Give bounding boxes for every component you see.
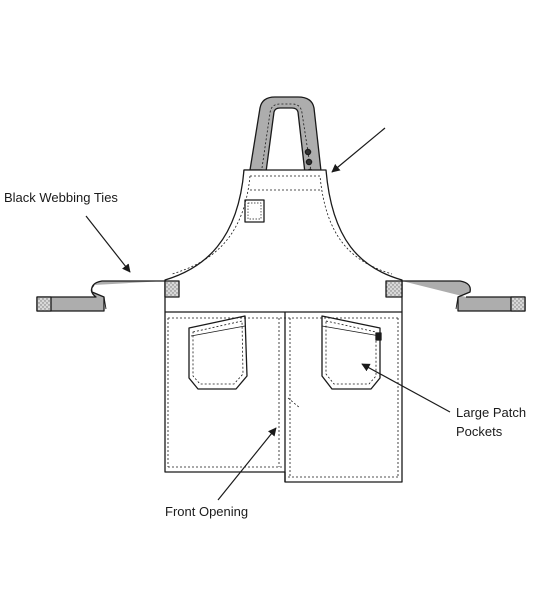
patch-pockets-arrow <box>361 363 451 413</box>
webbing-tie-left <box>36 280 165 312</box>
patch-pockets-label-line2: Pockets <box>456 424 503 439</box>
front-opening-label: Front Opening <box>165 504 249 519</box>
webbing-ties-arrow <box>85 215 131 273</box>
patch-pocket-right <box>321 315 381 390</box>
chest-pocket <box>244 199 265 223</box>
adjuster-arrow <box>331 127 386 173</box>
webbing-tie-right <box>402 280 526 312</box>
rivet <box>305 158 313 166</box>
patch-pocket-left <box>188 315 248 390</box>
brand-tag <box>375 332 382 341</box>
front-opening-arrow <box>217 427 277 501</box>
patch-pockets-label-line1: Large Patch <box>456 405 527 420</box>
webbing-ties-label: Black Webbing Ties <box>4 190 118 205</box>
rivet <box>304 148 312 156</box>
